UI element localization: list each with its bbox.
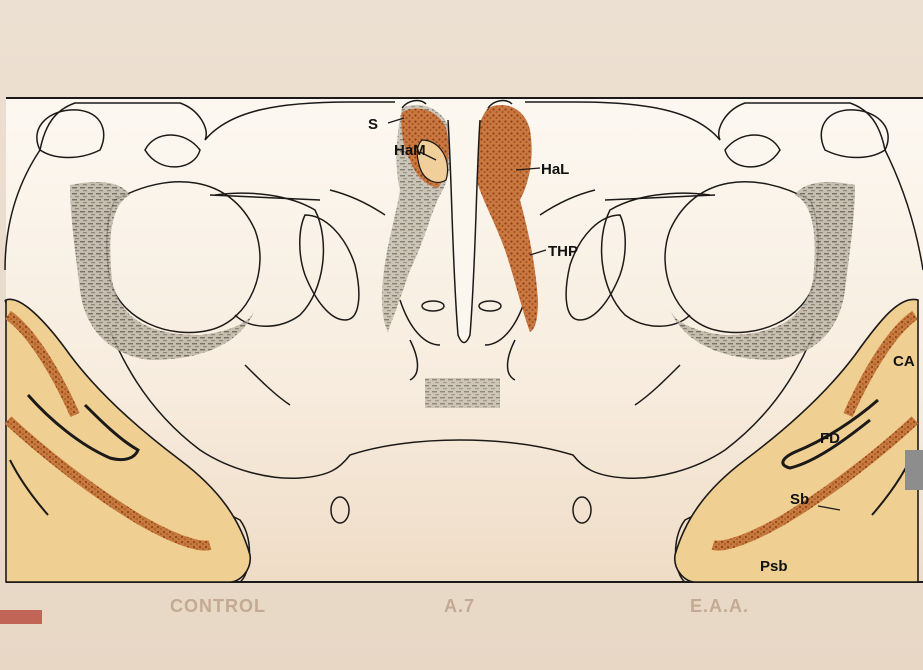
- footer-control: CONTROL: [170, 596, 266, 616]
- label-ca: CA: [893, 353, 915, 370]
- label-thp: THP: [548, 243, 578, 260]
- footer-marker: [0, 610, 42, 624]
- label-ham: HaM: [394, 142, 426, 159]
- footer-eaa: E.A.A.: [690, 596, 749, 616]
- label-psb: Psb: [760, 558, 788, 575]
- scale-marker: [905, 450, 923, 490]
- label-s: S: [368, 116, 378, 133]
- label-fd: FD: [820, 430, 840, 447]
- footer-a7: A.7: [444, 596, 475, 616]
- label-hal: HaL: [541, 161, 569, 178]
- label-sb: Sb: [790, 491, 809, 508]
